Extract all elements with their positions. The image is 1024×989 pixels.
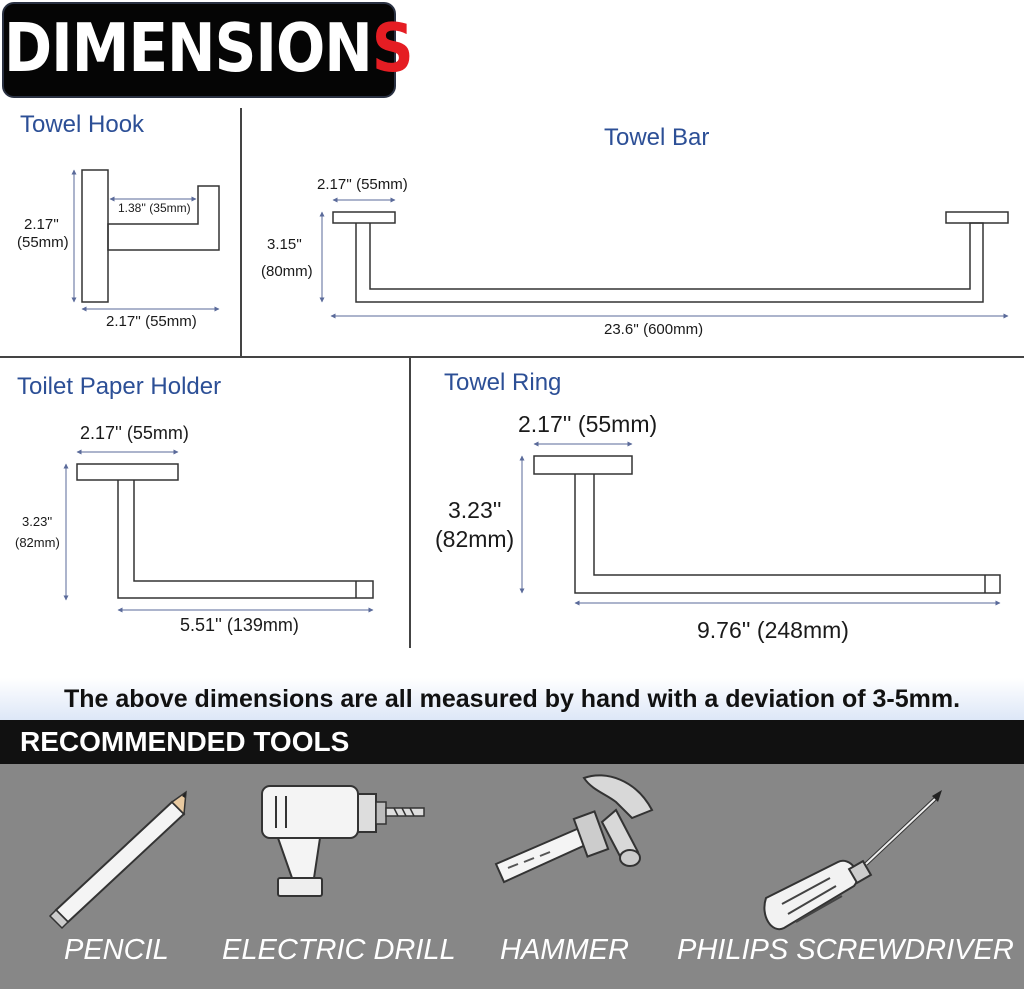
towel-bar-height-mm: (80mm): [261, 263, 313, 280]
towel-hook-depth: 1.38'' (35mm): [118, 201, 191, 215]
towel-hook-title: Towel Hook: [20, 111, 145, 138]
tools-illustrations: [48, 774, 942, 931]
tool-label-pencil: PENCIL: [64, 934, 169, 966]
towel-hook-height-mm: (55mm): [17, 234, 69, 251]
towel-hook-dim-lines: [71, 169, 220, 312]
towel-bar-title: Towel Bar: [604, 124, 710, 151]
towel-bar-drawing: [332, 211, 1009, 303]
screwdriver-icon: [763, 790, 942, 931]
measurement-note-bar: The above dimensions are all measured by…: [0, 678, 1024, 720]
toilet-paper-holder-length: 5.51'' (139mm): [180, 615, 299, 635]
towel-ring-title: Towel Ring: [444, 369, 562, 396]
toilet-paper-holder-title: Toilet Paper Holder: [17, 373, 222, 400]
divider-vertical-top: [240, 108, 242, 356]
toilet-paper-holder-height-mm: (82mm): [15, 535, 60, 550]
tool-label-electric-drill: ELECTRIC DRILL: [222, 934, 456, 966]
toilet-paper-holder-drawing: [76, 463, 374, 599]
dimensions-badge: DIMENSIONS: [2, 2, 414, 98]
toilet-paper-holder-plate: 2.17'' (55mm): [80, 423, 189, 443]
divider-horizontal: [0, 356, 1024, 358]
tool-label-hammer: HAMMER: [500, 934, 629, 966]
towel-bar-dim-lines: [319, 197, 1009, 319]
title-red-letter: S: [371, 8, 414, 88]
towel-bar-height-in: 3.15'': [267, 236, 302, 253]
toilet-paper-holder-dim-lines: [63, 449, 374, 613]
towel-bar-length: 23.6'' (600mm): [604, 321, 704, 338]
towel-ring-dim-lines: [519, 441, 1001, 606]
towel-ring-drawing: [533, 455, 1001, 594]
towel-hook-height-in: 2.17'': [24, 216, 59, 233]
measurement-note: The above dimensions are all measured by…: [63, 685, 961, 713]
hammer-icon: [494, 774, 654, 884]
tool-label-philips-screwdriver: PHILIPS SCREWDRIVER: [677, 934, 1014, 966]
towel-hook-drawing: [81, 169, 220, 303]
towel-bar-plate: 2.17'' (55mm): [317, 176, 408, 193]
dimension-drawings: [63, 169, 1009, 613]
pencil-icon: [48, 790, 187, 930]
towel-hook-width: 2.17'' (55mm): [106, 313, 197, 330]
tools-heading-bar: RECOMMENDED TOOLS: [0, 720, 1024, 764]
towel-ring-height-mm: (82mm): [435, 526, 515, 552]
towel-ring-length: 9.76'' (248mm): [697, 617, 849, 643]
towel-ring-height-in: 3.23'': [448, 497, 502, 523]
tools-area: PENCIL ELECTRIC DRILL HAMMER PHILIPS SCR…: [0, 764, 1024, 989]
toilet-paper-holder-height-in: 3.23'': [22, 514, 53, 529]
title-main-text: DIMENSION: [4, 8, 373, 88]
page-title: DIMENSIONS: [4, 8, 414, 88]
drill-icon: [261, 785, 425, 897]
tools-heading: RECOMMENDED TOOLS: [20, 726, 350, 757]
divider-vertical-bottom: [409, 358, 411, 648]
towel-ring-plate: 2.17'' (55mm): [518, 411, 658, 437]
